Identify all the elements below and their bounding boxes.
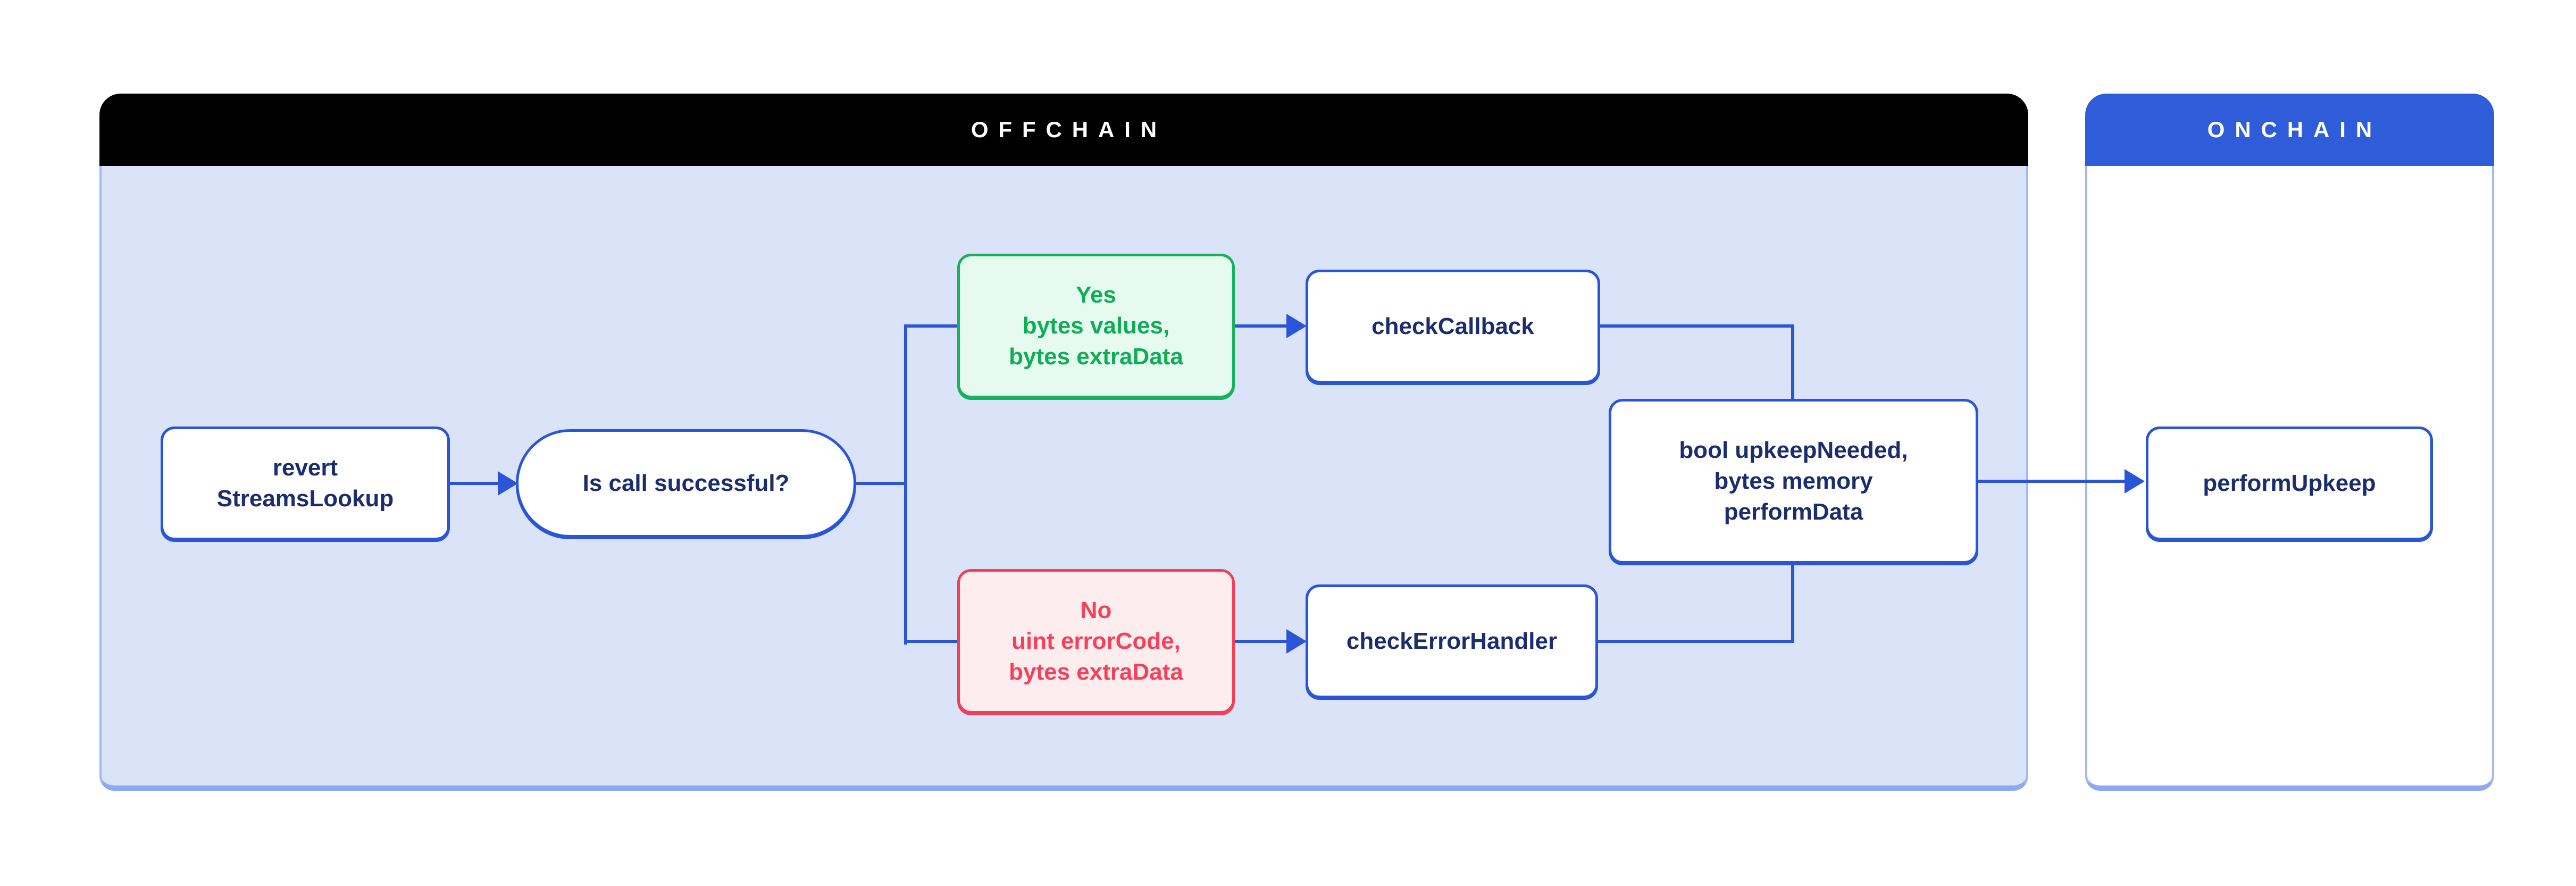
edge-trunk-to-yes — [904, 324, 957, 328]
node-upkeep-result: bool upkeepNeeded, bytes memory performD… — [1609, 399, 1978, 564]
node-checkcallback-label: checkCallback — [1371, 313, 1534, 339]
edge-revert-to-decision-arrowhead-icon — [498, 471, 518, 496]
node-revert-line1: revert — [272, 455, 338, 481]
node-no-line2: uint errorCode, — [1011, 628, 1181, 654]
edge-trunk-to-no — [904, 640, 957, 643]
node-checkerrorhandler: checkErrorHandler — [1306, 584, 1598, 698]
node-result-line3: performData — [1724, 499, 1863, 525]
edge-checkerrorhandler-to-result-h — [1598, 640, 1794, 643]
edge-result-to-performupkeep — [1978, 480, 2126, 483]
node-no-line3: bytes extraData — [1009, 659, 1183, 685]
edge-revert-to-decision — [450, 482, 499, 485]
edge-decision-to-trunk — [856, 482, 907, 485]
offchain-header: OFFCHAIN — [99, 94, 2028, 166]
edge-branch-trunk — [904, 324, 907, 645]
edge-checkerrorhandler-to-result-v — [1791, 564, 1794, 643]
node-performupkeep: performUpkeep — [2146, 427, 2433, 540]
node-is-call-successful: Is call successful? — [516, 429, 856, 538]
edge-result-to-performupkeep-arrowhead-icon — [2125, 469, 2145, 494]
node-yes-line2: bytes values, — [1022, 313, 1170, 339]
node-revert-streamslookup: revert StreamsLookup — [161, 427, 450, 540]
node-no-branch: No uint errorCode, bytes extraData — [957, 569, 1235, 714]
onchain-header: ONCHAIN — [2085, 94, 2494, 166]
edge-yes-to-checkcallback — [1235, 324, 1287, 328]
edge-checkcallback-to-result-h — [1600, 324, 1794, 328]
edge-yes-to-checkcallback-arrowhead-icon — [1286, 314, 1307, 338]
node-decision-label: Is call successful? — [582, 470, 790, 496]
node-revert-line2: StreamsLookup — [216, 486, 394, 512]
node-result-line1: bool upkeepNeeded, — [1679, 437, 1908, 463]
node-yes-line3: bytes extraData — [1009, 344, 1183, 370]
node-yes-branch: Yes bytes values, bytes extraData — [957, 254, 1235, 398]
node-checkcallback: checkCallback — [1306, 270, 1600, 383]
node-yes-line1: Yes — [1076, 282, 1116, 308]
onchain-title: ONCHAIN — [2207, 117, 2382, 142]
edge-checkcallback-to-result-v — [1791, 324, 1794, 399]
node-result-line2: bytes memory — [1714, 468, 1873, 494]
offchain-title: OFFCHAIN — [971, 117, 1167, 142]
edge-no-to-checkerrorhandler — [1235, 640, 1287, 643]
edge-no-to-checkerrorhandler-arrowhead-icon — [1286, 629, 1307, 654]
node-no-line1: No — [1080, 597, 1112, 623]
node-checkerrorhandler-label: checkErrorHandler — [1346, 628, 1558, 654]
node-performupkeep-label: performUpkeep — [2203, 470, 2376, 496]
